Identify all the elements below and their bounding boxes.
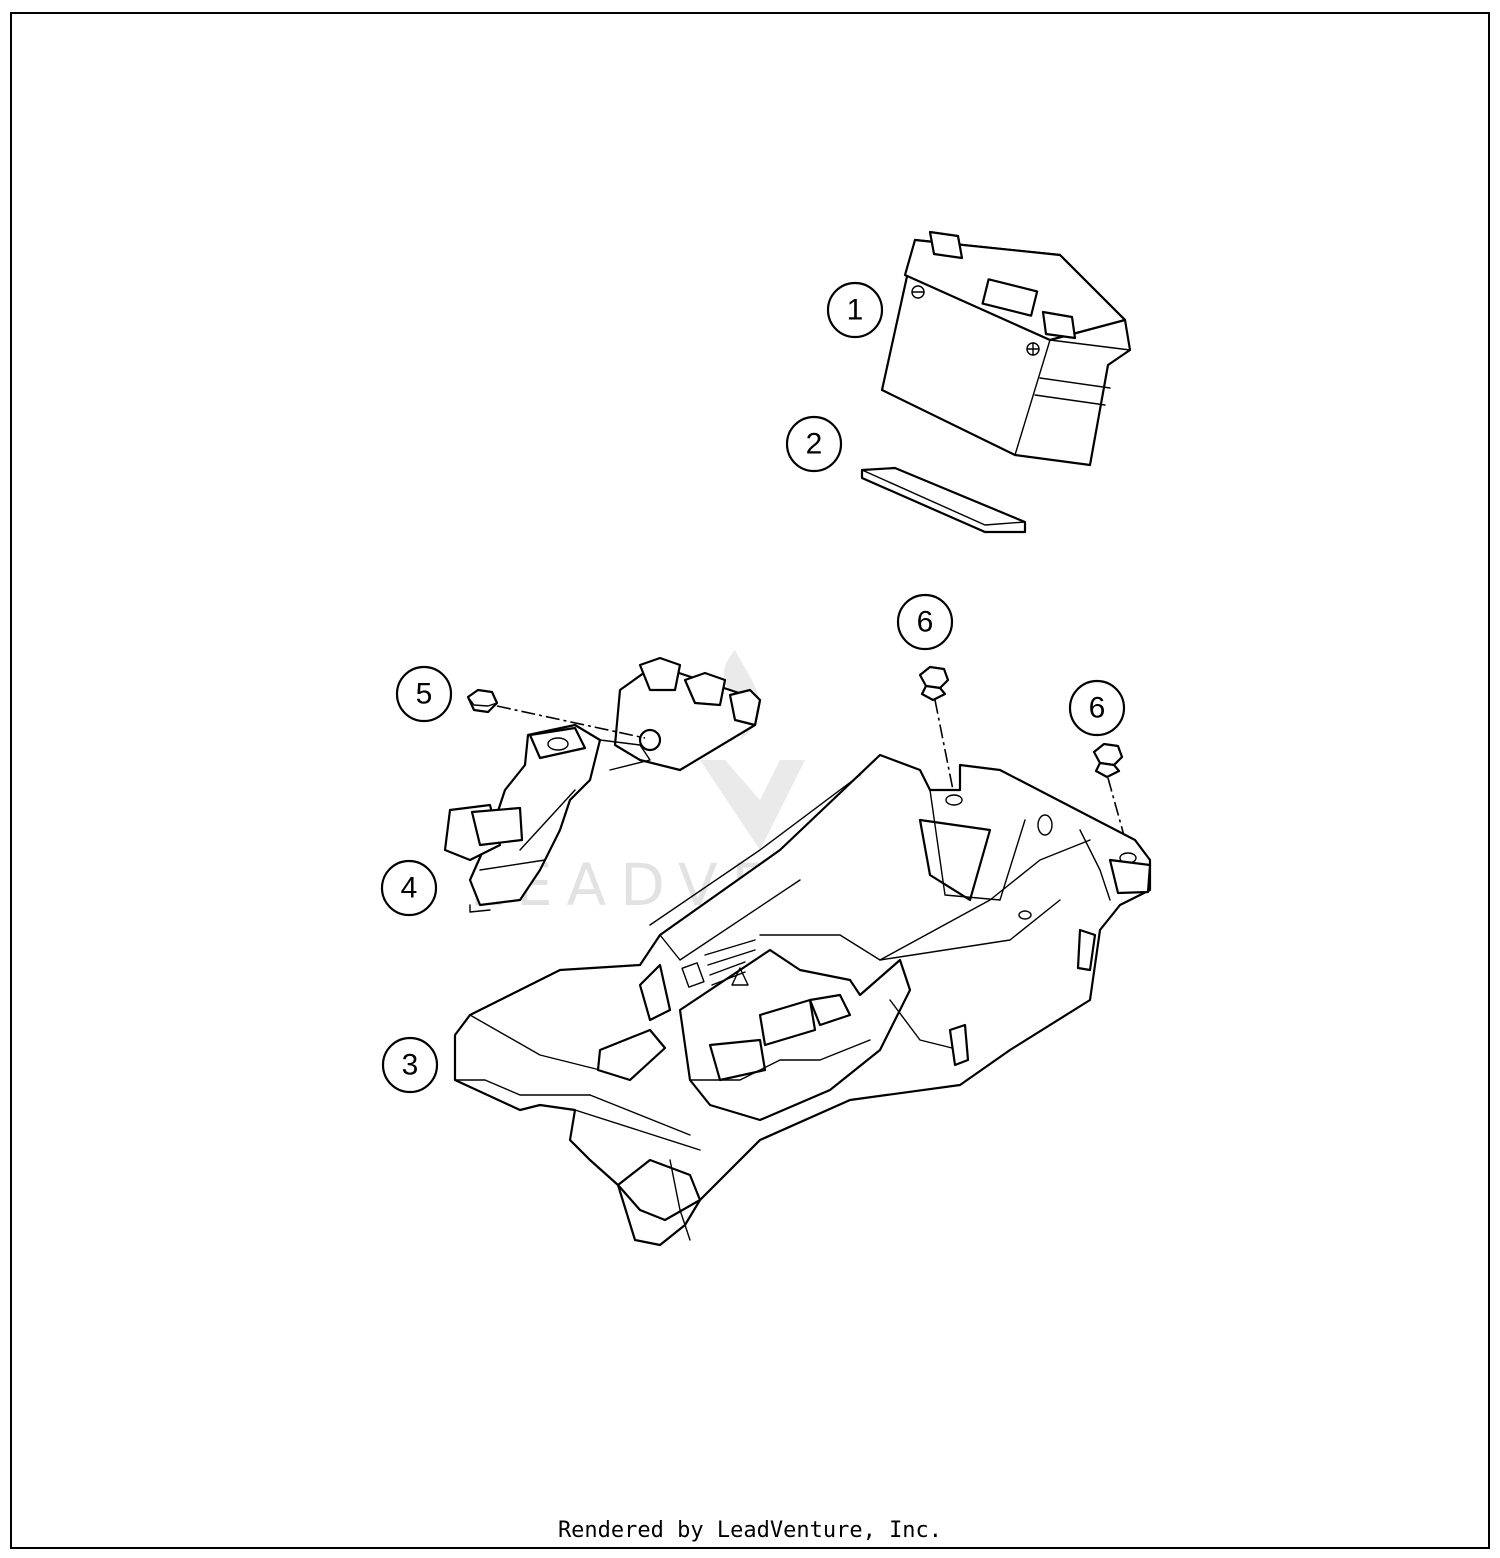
battery-box[interactable] <box>453 753 1152 1247</box>
manufacturer-label <box>681 939 756 988</box>
callout-4: 4 <box>380 859 438 917</box>
svg-text:6: 6 <box>1089 692 1106 725</box>
callout-5: 5 <box>395 665 453 723</box>
svg-text:6: 6 <box>917 606 934 639</box>
svg-text:3: 3 <box>402 1049 419 1082</box>
svg-text:4: 4 <box>401 872 418 905</box>
svg-text:2: 2 <box>806 428 823 461</box>
bolt-left[interactable] <box>918 665 956 801</box>
battery-pad[interactable] <box>860 466 1027 534</box>
callout-6a: 6 <box>896 593 954 651</box>
flange-nut[interactable] <box>466 688 646 739</box>
battery-holder-bracket[interactable] <box>443 656 762 913</box>
callout-1: 1 <box>826 281 884 339</box>
svg-text:1: 1 <box>847 294 864 327</box>
footer-credit: Rendered by LeadVenture, Inc. <box>557 1518 943 1543</box>
callout-2: 2 <box>785 415 843 473</box>
callout-3: 3 <box>381 1036 439 1094</box>
battery[interactable] <box>880 230 1132 467</box>
callout-6b: 6 <box>1068 679 1126 737</box>
bolt-right[interactable] <box>1092 742 1129 851</box>
svg-text:5: 5 <box>416 678 433 711</box>
diagram-frame <box>10 12 1490 1549</box>
